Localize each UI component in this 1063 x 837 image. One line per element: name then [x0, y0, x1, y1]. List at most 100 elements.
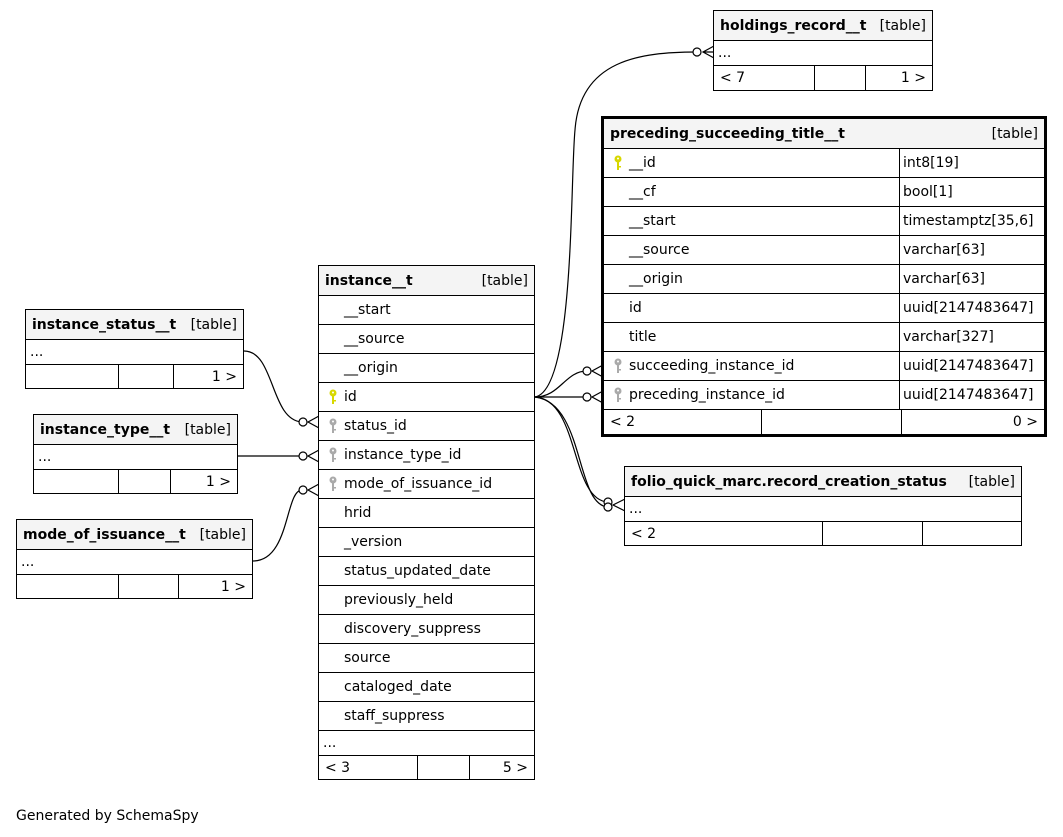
table-tag: [table]: [991, 125, 1038, 142]
column-name: title: [629, 329, 657, 345]
parents-count: [17, 575, 118, 598]
column-type: bool[1]: [899, 178, 1044, 206]
parents-count: < 2: [610, 414, 636, 430]
column-row[interactable]: cataloged_date: [319, 672, 534, 701]
primary-key-icon: [329, 389, 337, 404]
column-name: __cf: [629, 184, 656, 200]
link-instance-folio-2: [534, 396, 609, 508]
table-tag: [table]: [968, 473, 1015, 490]
foreign-key-icon: [329, 447, 337, 462]
column-name: hrid: [344, 505, 372, 521]
column-row[interactable]: status_updated_date: [319, 556, 534, 585]
ellipsis-row: ...: [17, 549, 252, 574]
table-tag: [table]: [481, 272, 528, 289]
column-name: instance_type_id: [344, 447, 462, 463]
column-row[interactable]: instance_type_id: [319, 440, 534, 469]
column-name: __start: [344, 302, 391, 318]
link-instance-holdings: [534, 51, 698, 398]
column-name: status_updated_date: [344, 563, 491, 579]
column-type: uuid[2147483647]: [899, 294, 1044, 322]
column-name: _version: [344, 534, 403, 550]
table-header: mode_of_issuance__t [table]: [17, 520, 252, 549]
table-tag: [table]: [184, 421, 231, 438]
column-row[interactable]: hrid: [319, 498, 534, 527]
column-type: uuid[2147483647]: [899, 381, 1044, 409]
table-name: holdings_record__t: [720, 17, 867, 34]
column-name: mode_of_issuance_id: [344, 476, 493, 492]
column-name: discovery_suppress: [344, 621, 481, 637]
foreign-key-icon: [329, 418, 337, 433]
column-row[interactable]: __start: [319, 295, 534, 324]
table-tag: [table]: [879, 17, 926, 34]
table-name: instance__t: [325, 272, 413, 289]
column-type: int8[19]: [899, 149, 1044, 177]
table-header: folio_quick_marc.record_creation_status …: [625, 467, 1021, 496]
parents-count: < 7: [720, 70, 746, 86]
table-footer: 1 >: [34, 469, 237, 493]
parents-count: [34, 470, 118, 493]
column-row[interactable]: id uuid[2147483647]: [604, 293, 1044, 322]
table-footer: 1 >: [17, 574, 252, 598]
ellipsis-row: ...: [625, 496, 1021, 521]
children-count: 0 >: [901, 410, 1044, 434]
table-mode-of-issuance[interactable]: mode_of_issuance__t [table] ... 1 >: [16, 519, 253, 599]
column-row[interactable]: __source: [319, 324, 534, 353]
link-mode-instance: [252, 489, 303, 562]
parents-count: [26, 365, 118, 388]
children-count: 1 >: [173, 365, 243, 388]
column-row[interactable]: discovery_suppress: [319, 614, 534, 643]
table-instance-status[interactable]: instance_status__t [table] ... 1 >: [25, 309, 244, 389]
column-row[interactable]: __id int8[19]: [604, 148, 1044, 177]
parents-count: < 3: [325, 759, 351, 776]
children-count: [922, 522, 1021, 545]
column-name: __source: [629, 242, 690, 258]
column-name: staff_suppress: [344, 708, 445, 724]
column-name: __start: [629, 213, 676, 229]
column-row[interactable]: previously_held: [319, 585, 534, 614]
table-holdings-record[interactable]: holdings_record__t [table] ... < 7 1 >: [713, 10, 933, 91]
children-count: 1 >: [178, 575, 252, 598]
column-row[interactable]: status_id: [319, 411, 534, 440]
table-name: instance_type__t: [40, 421, 171, 438]
column-name: id: [629, 300, 642, 316]
table-preceding-succeeding-title[interactable]: preceding_succeeding_title__t [table] __…: [601, 116, 1047, 437]
table-instance-type[interactable]: instance_type__t [table] ... 1 >: [33, 414, 238, 494]
column-row[interactable]: preceding_instance_id uuid[2147483647]: [604, 380, 1044, 409]
link-instance-succeeding: [534, 370, 588, 398]
column-name: preceding_instance_id: [629, 387, 785, 403]
column-type: varchar[327]: [899, 323, 1044, 351]
column-row[interactable]: title varchar[327]: [604, 322, 1044, 351]
link-status-instance: [243, 350, 303, 423]
column-row[interactable]: id: [319, 382, 534, 411]
primary-key-icon: [614, 155, 622, 170]
column-row[interactable]: _version: [319, 527, 534, 556]
column-row[interactable]: mode_of_issuance_id: [319, 469, 534, 498]
table-folio-record-creation-status[interactable]: folio_quick_marc.record_creation_status …: [624, 466, 1022, 546]
table-footer: 1 >: [26, 364, 243, 388]
table-name: folio_quick_marc.record_creation_status: [631, 473, 947, 490]
table-footer: < 2: [625, 521, 1021, 545]
column-name: __source: [344, 331, 405, 347]
column-name: __origin: [344, 360, 398, 376]
column-name: __id: [629, 155, 656, 171]
foreign-key-icon: [614, 387, 622, 402]
column-name: previously_held: [344, 592, 454, 608]
table-name: instance_status__t: [32, 316, 177, 333]
column-row[interactable]: staff_suppress: [319, 701, 534, 730]
table-footer: < 7 1 >: [714, 65, 932, 90]
column-row[interactable]: source: [319, 643, 534, 672]
column-row[interactable]: __cf bool[1]: [604, 177, 1044, 206]
table-instance[interactable]: instance__t [table] __start __source __ori…: [318, 265, 535, 780]
table-header: holdings_record__t [table]: [714, 11, 932, 40]
parents-count: < 2: [631, 525, 657, 542]
column-row[interactable]: __origin: [319, 353, 534, 382]
table-header: preceding_succeeding_title__t [table]: [604, 119, 1044, 148]
column-name: id: [344, 389, 357, 405]
table-name: mode_of_issuance__t: [23, 526, 186, 543]
column-name: cataloged_date: [344, 679, 452, 695]
